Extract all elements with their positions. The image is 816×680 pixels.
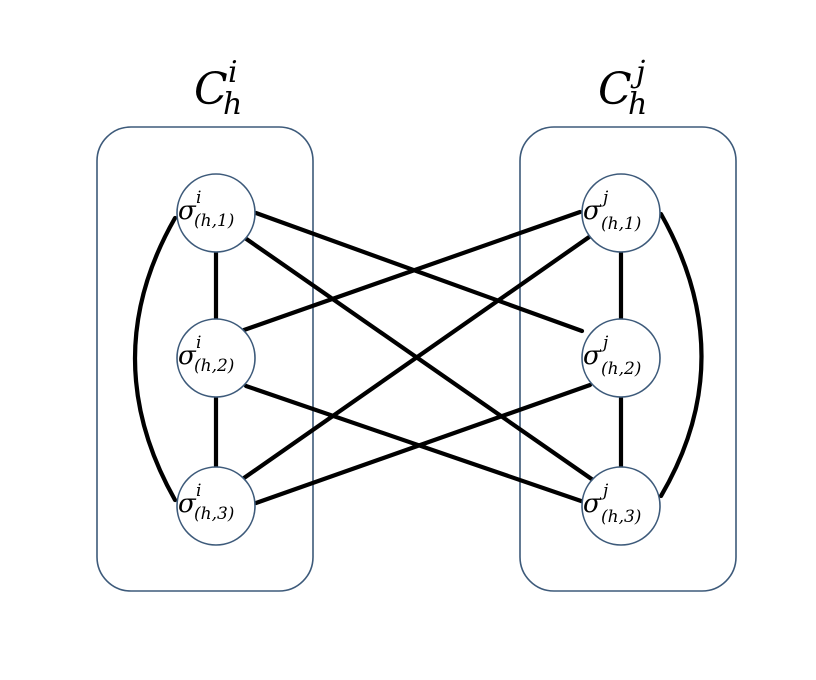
cluster-title-j: C j h	[598, 55, 650, 122]
node-j-2	[581, 318, 661, 398]
edge-i3-j1	[241, 232, 595, 481]
edge-i1-j2	[253, 210, 585, 334]
cluster-box-i	[96, 126, 314, 592]
node-j-2-label: σ j (h,2)	[583, 333, 641, 379]
node-j-3-label: σ j (h,3)	[583, 481, 641, 527]
node-j-3	[581, 466, 661, 546]
edge-i1-j3	[242, 235, 596, 483]
edge-i3-j2	[253, 382, 593, 506]
node-i-2	[176, 318, 256, 398]
edge-i2-j3	[243, 383, 587, 505]
edge-i1-i3	[132, 215, 178, 503]
cluster-title-i: C i h	[194, 55, 243, 122]
node-i-3	[176, 466, 256, 546]
node-i-1-label: σ i (h,1)	[178, 188, 234, 231]
node-i-3-label: σ i (h,3)	[178, 481, 234, 524]
node-j-1	[581, 173, 661, 253]
node-j-1-label: σ j (h,1)	[583, 188, 641, 234]
node-i-1	[176, 173, 256, 253]
edge-j1-j3	[658, 211, 704, 499]
node-i-2-label: σ i (h,2)	[178, 333, 234, 376]
cluster-box-j	[519, 126, 737, 592]
edge-i2-j1	[241, 209, 583, 333]
